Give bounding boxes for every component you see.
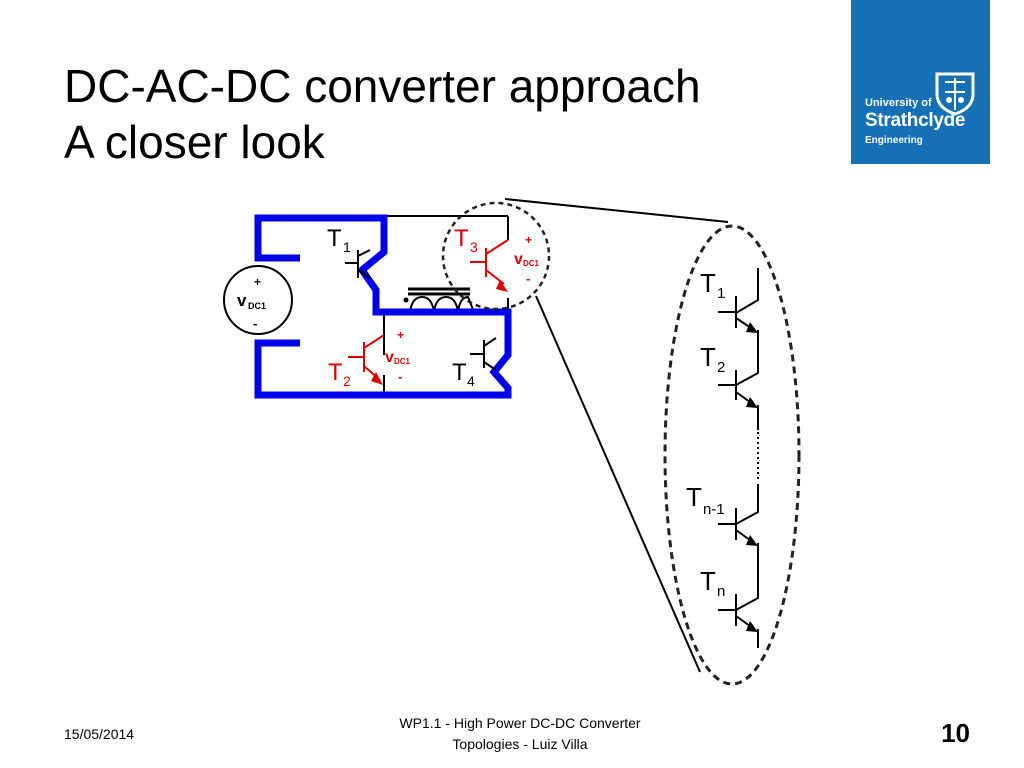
inductor-symbol xyxy=(403,287,475,313)
zoom-t2-sub: 2 xyxy=(717,359,725,376)
t2-voltage-label: v xyxy=(385,349,394,366)
t3-label-sub: 3 xyxy=(470,239,478,255)
zoom-t1-label: T xyxy=(700,268,716,298)
zoom-tn1-label: T xyxy=(686,482,702,512)
source-minus: - xyxy=(253,316,257,331)
t3-emitter-arrow xyxy=(496,280,508,292)
slide-title: DC-AC-DC converter approach A closer loo… xyxy=(64,58,701,170)
dc-voltage-source: + v DC1 - xyxy=(223,265,293,335)
university-logo: University of Strathclyde Engineering xyxy=(851,0,990,164)
transistor-t4 xyxy=(470,337,497,371)
title-line-2: A closer look xyxy=(64,116,325,168)
footer-date: 15/05/2014 xyxy=(64,726,135,742)
t1-label: T xyxy=(327,225,342,252)
blue-conduction-path xyxy=(254,214,512,399)
t3-voltage-plus: + xyxy=(525,233,532,247)
t3-label: T xyxy=(454,225,469,252)
zoom-ellipse xyxy=(663,224,801,686)
black-wiring xyxy=(383,215,509,393)
t2-emitter-arrow xyxy=(371,372,383,385)
zoom-lines xyxy=(504,198,729,673)
zoom-t2-label: T xyxy=(700,342,716,372)
t4-label: T xyxy=(452,359,467,386)
zoom-tn-label: T xyxy=(700,566,716,596)
t3-voltage-minus: - xyxy=(526,271,530,286)
t4-label-sub: 4 xyxy=(467,373,475,389)
t2-voltage-minus: - xyxy=(398,369,402,384)
transistor-chain xyxy=(718,268,759,648)
zoom-source-circle xyxy=(441,201,551,311)
t2-label: T xyxy=(328,359,343,386)
logo-text-engineering: Engineering xyxy=(865,135,923,146)
footer-caption: WP1.1 - High Power DC-DC Converter Topol… xyxy=(330,713,710,755)
t2-label-sub: 2 xyxy=(343,373,351,389)
footer-line-2: Topologies - Luiz Villa xyxy=(452,736,588,752)
transistor-t3 xyxy=(470,239,509,285)
t1-label-sub: 1 xyxy=(343,239,351,255)
logo-text-university: University of xyxy=(865,97,932,109)
source-label-sub: DC1 xyxy=(248,301,266,311)
logo-text-strathclyde: Strathclyde xyxy=(865,110,966,131)
footer-line-1: WP1.1 - High Power DC-DC Converter xyxy=(399,715,641,731)
zoom-tn1-sub: n-1 xyxy=(703,501,725,518)
source-plus: + xyxy=(254,275,261,289)
zoom-t1-sub: 1 xyxy=(717,285,725,302)
t3-voltage-label: v xyxy=(514,251,523,268)
t3-voltage-sub: DC1 xyxy=(523,259,540,268)
page-number: 10 xyxy=(941,718,970,748)
zoom-tn-sub: n xyxy=(717,583,725,600)
t2-voltage-plus: + xyxy=(397,328,404,342)
transistor-t2 xyxy=(348,334,385,381)
title-line-1: DC-AC-DC converter approach xyxy=(64,60,701,112)
transistor-t1 xyxy=(345,249,371,279)
t2-voltage-sub: DC1 xyxy=(394,357,411,366)
source-label: v xyxy=(237,291,247,310)
chain-emitter-arrows xyxy=(746,322,758,632)
crest-icon xyxy=(935,72,975,116)
